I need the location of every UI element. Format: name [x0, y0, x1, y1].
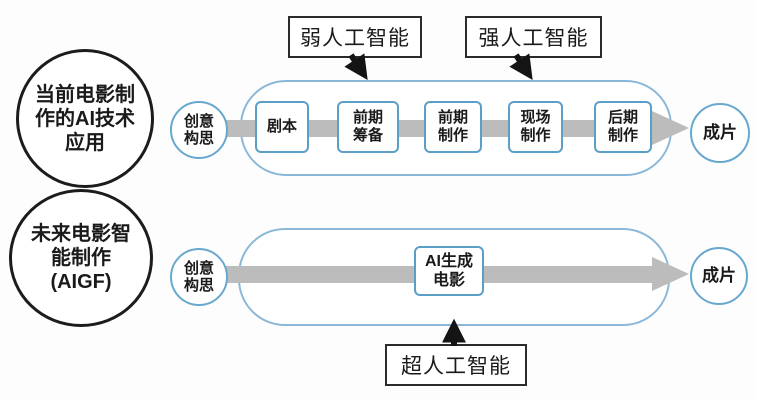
label-strong-ai: 强人工智能 [465, 16, 602, 58]
stage-box-onsite-production: 现场 制作 [508, 101, 563, 153]
arrow-down-icon-weak [344, 53, 368, 80]
ellipse-current-line1: 当前电影制 [35, 83, 135, 106]
flow-arrow-head-row2 [652, 257, 689, 291]
ellipse-current-line2: 作的AI技术 [35, 107, 135, 130]
end-node-final-film-row1: 成片 [690, 103, 750, 163]
arrow-down-icon-strong [509, 53, 533, 80]
label-weak-ai-text: 弱人工智能 [300, 27, 410, 50]
end-row1-text: 成片 [703, 123, 737, 143]
stage-prep-line2: 筹备 [352, 127, 383, 144]
start-node-creative-row1: 创意 构思 [170, 101, 228, 159]
stage-onsite-line1: 现场 [520, 109, 551, 126]
stage-box-pre-production: 前期 制作 [424, 101, 482, 153]
stage-box-ai-generated-film: AI生成 电影 [414, 246, 484, 296]
label-weak-ai: 弱人工智能 [288, 16, 422, 58]
stage-prep-line1: 前期 [352, 109, 383, 126]
end-node-final-film-row2: 成片 [690, 247, 748, 305]
stage-box-pre-preparation: 前期 筹备 [337, 101, 399, 153]
ellipse-future-line2: 能制作 [51, 247, 111, 269]
label-super-ai-text: 超人工智能 [401, 355, 511, 378]
stage-box-script: 剧本 [255, 101, 309, 153]
stage-post-line2: 制作 [607, 127, 638, 144]
start-row2-line2: 构思 [183, 277, 214, 294]
start-row2-line1: 创意 [183, 259, 214, 277]
label-strong-ai-text: 强人工智能 [478, 27, 589, 50]
stage-box-post-production: 后期 制作 [594, 101, 652, 153]
stage-onsite-line2: 制作 [520, 127, 551, 144]
stage-script-line1: 剧本 [266, 118, 297, 135]
ellipse-future-ai-title: 未来电影智 能制作 (AIGF) [9, 189, 153, 327]
label-super-ai: 超人工智能 [385, 344, 527, 386]
stage-post-line1: 后期 [607, 109, 638, 126]
start-row1-line1: 创意 [183, 112, 214, 130]
stage-ai-line1: AI生成 [424, 252, 473, 270]
ellipse-current-ai-title: 当前电影制 作的AI技术 应用 [16, 49, 154, 188]
start-node-creative-row2: 创意 构思 [170, 248, 228, 306]
arrow-up-icon-super [442, 318, 466, 346]
ellipse-future-line1: 未来电影智 [31, 223, 131, 245]
start-row1-line2: 构思 [183, 130, 214, 147]
flow-arrow-head-row1 [652, 111, 689, 145]
stage-preprod-line1: 前期 [437, 109, 468, 126]
ellipse-current-line3: 应用 [65, 131, 105, 154]
ellipse-future-line3: (AIGF) [50, 271, 112, 293]
stage-preprod-line2: 制作 [437, 127, 468, 144]
stage-ai-line2: 电影 [432, 272, 465, 289]
end-row2-text: 成片 [702, 266, 736, 286]
